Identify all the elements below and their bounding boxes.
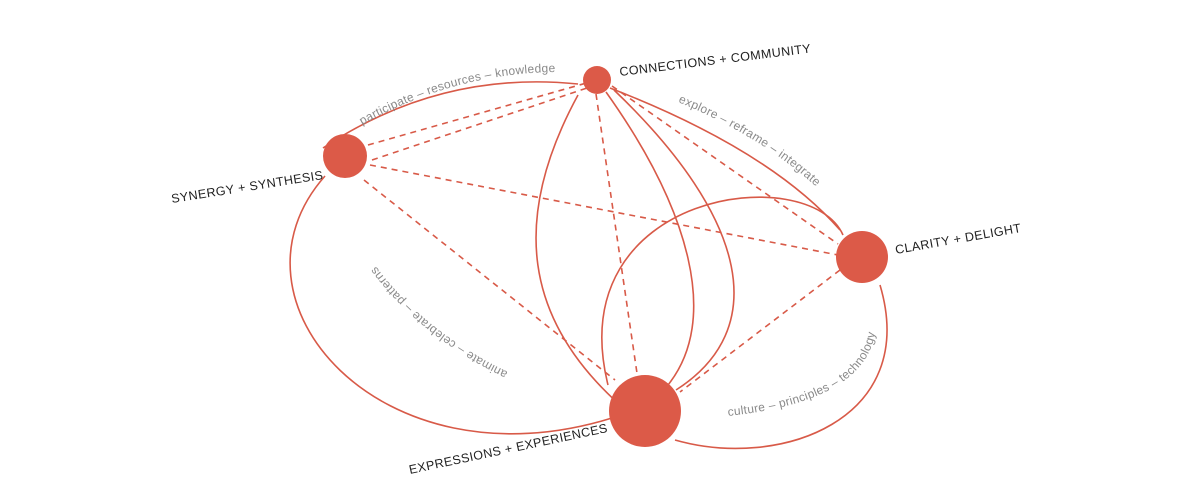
- edge-synergy-connections-dashed: [367, 81, 591, 146]
- edge-clarity-expressions-dashed: [679, 269, 841, 393]
- node-connections-community: [583, 66, 611, 94]
- edge-synergy-expressions-dashed: [363, 179, 616, 381]
- edge-label-top-right: explore – reframe – integrate: [677, 92, 824, 189]
- edge-synergy-expressions: [289, 175, 613, 435]
- edge-synergy-clarity-dashed: [369, 164, 839, 256]
- edge-connections-clarity-dashed: [611, 85, 839, 245]
- node-expressions-experiences: [609, 375, 681, 447]
- edge-expressions-clarity-loop: [601, 196, 844, 386]
- label-expressions-experiences: EXPRESSIONS + EXPERIENCES: [408, 421, 609, 477]
- node-clarity-delight: [836, 231, 888, 283]
- edge-connections-expressions-dashed: [595, 93, 639, 381]
- edge-clarity-expressions: [674, 284, 888, 450]
- node-synergy-synthesis: [323, 134, 367, 178]
- edge-connections-expressions-right-b: [613, 89, 735, 391]
- edge-connections-expressions-right-a: [605, 91, 695, 386]
- label-clarity-delight: CLARITY + DELIGHT: [894, 221, 1022, 257]
- edge-synergy-connections: [322, 81, 579, 149]
- edge-label-left: animate – celebrate – patterns: [367, 264, 509, 382]
- edge-connections-expressions-left: [535, 94, 621, 406]
- edge-label-top-left: participate – resources – knowledge: [357, 61, 556, 128]
- label-connections-community: CONNECTIONS + COMMUNITY: [619, 42, 812, 79]
- label-synergy-synthesis: SYNERGY + SYNTHESIS: [170, 168, 324, 206]
- edge-connections-clarity: [609, 87, 841, 231]
